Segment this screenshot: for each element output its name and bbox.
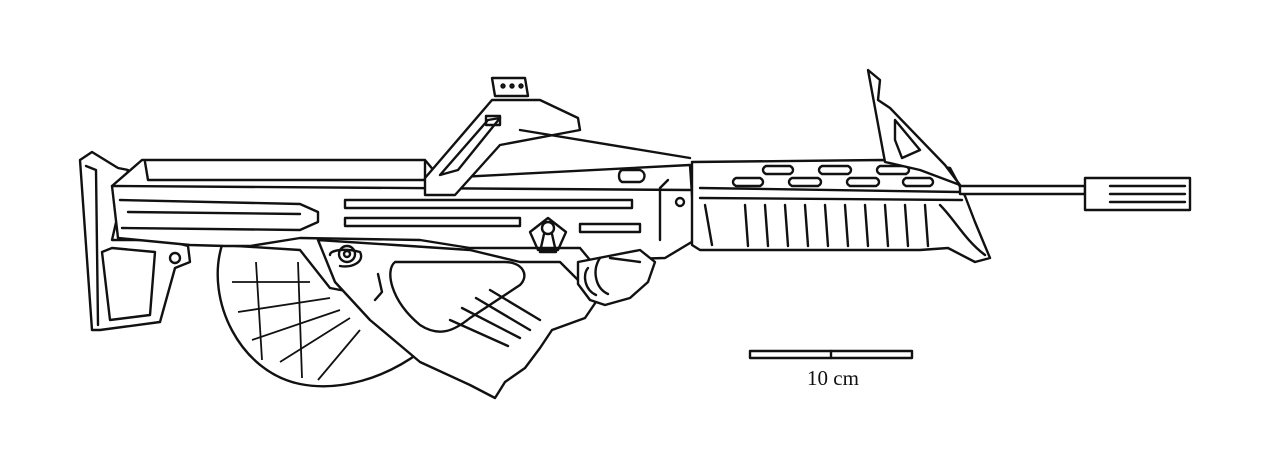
pistol-grip <box>316 238 602 400</box>
scale-bar <box>748 349 914 360</box>
scale-bar-label: 10 cm <box>807 366 859 390</box>
trigger-area <box>576 248 657 307</box>
selector-switch <box>528 216 568 254</box>
front-sight <box>866 68 962 187</box>
barrel <box>958 176 1192 212</box>
carry-handle <box>423 76 692 197</box>
